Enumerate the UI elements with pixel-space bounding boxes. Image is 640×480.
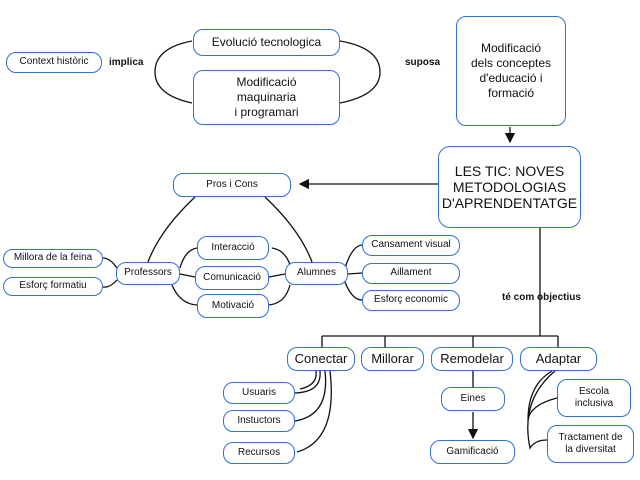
alum-aillament [347,272,363,275]
node-professors: Professors [116,262,180,285]
prof-esforc [102,279,118,288]
node-alumnes: Alumnes [285,262,348,285]
node-context-historic: Context històric [6,52,102,73]
node-aillament: Aillament [362,263,460,284]
node-millorar: Millorar [361,347,424,371]
implica-curve [154,40,193,104]
prof-comunicacio [179,273,196,278]
node-gamificacio: Gamificació [430,440,515,464]
node-interaccio: Interacció [197,236,269,260]
node-comunicacio: Comunicació [195,266,269,290]
prof-interaccio [179,247,198,269]
node-cansament-visual: Cansament visual [362,235,460,256]
node-esforc-formatiu: Esforç formatiu [3,277,103,296]
prof-motivacio [171,284,198,306]
node-pros-i-cons: Pros i Cons [173,173,291,197]
node-modificacio-maquinaria: Modificació maquinaria i programari [193,70,340,125]
label-implica: implica [109,57,144,68]
node-conectar: Conectar [287,347,355,371]
node-remodelar: Remodelar [431,347,513,371]
alum-cansament [344,244,363,269]
adaptar-diversitat [527,370,556,450]
node-motivacio: Motivació [197,294,269,318]
node-escola-inclusiva: Escola inclusiva [557,379,631,417]
node-instuctors: Instuctors [223,410,295,432]
node-millora-de-la-feina: Millora de la feina [3,249,103,268]
node-eines: Eines [441,387,505,411]
suposa-curve [339,40,381,104]
node-esforc-economic: Esforç economic [362,290,460,311]
label-suposa: suposa [405,57,441,68]
con-usuaris [294,370,321,394]
con-instuctors [294,370,327,422]
node-evolucio-tecnologica: Evolució tecnologica [193,29,340,56]
node-tractament-diversitat: Tractament de la diversitat [547,425,634,463]
alum-comunicacio [268,273,286,278]
prof-millora [102,257,118,269]
node-adaptar: Adaptar [520,347,597,371]
node-recursos: Recursos [223,442,295,464]
alum-interaccio [271,247,291,266]
node-usuaris: Usuaris [223,382,295,404]
alum-economic [344,281,363,301]
pros-alumnes [264,196,313,263]
alum-motivacio [267,284,291,306]
con-extra [299,370,317,390]
adaptar-escola [527,370,558,421]
node-les-tic: LES TIC: NOVES METODOLOGIAS D'APRENDENTA… [438,146,581,228]
label-te-com-objectius: té com objectius [502,292,581,303]
pros-professors [147,196,196,263]
node-modificacio-conceptes: Modificació dels conceptes d'educació i … [456,16,566,126]
con-recursos [296,370,332,453]
